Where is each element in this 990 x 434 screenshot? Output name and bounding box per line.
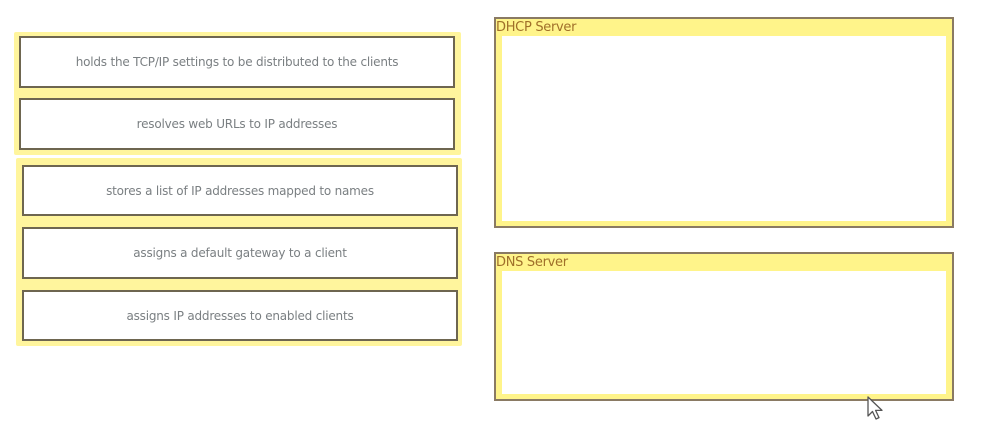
drop-zone-title: DHCP Server [496,20,577,35]
drop-zone-title: DNS Server [496,255,568,270]
drag-item-label: resolves web URLs to IP addresses [136,117,338,131]
dns-server-drop-zone[interactable]: DNS Server [494,252,954,401]
drop-area[interactable] [502,36,946,221]
mouse-pointer-arrow-icon [867,396,883,420]
drag-item-label: assigns a default gateway to a client [133,246,347,260]
drag-item-default-gateway[interactable]: assigns a default gateway to a client [22,227,458,279]
dhcp-server-drop-zone[interactable]: DHCP Server [494,17,954,228]
drag-item-ip-name-list[interactable]: stores a list of IP addresses mapped to … [22,165,458,216]
drag-item-label: holds the TCP/IP settings to be distribu… [75,55,399,69]
drag-item-tcpip-settings[interactable]: holds the TCP/IP settings to be distribu… [19,36,455,88]
drag-item-label: assigns IP addresses to enabled clients [126,308,354,323]
drop-area[interactable] [502,271,946,394]
drag-item-label: stores a list of IP addresses mapped to … [106,183,374,198]
drag-item-resolve-urls[interactable]: resolves web URLs to IP addresses [19,98,455,150]
drag-item-assign-ip[interactable]: assigns IP addresses to enabled clients [22,290,458,341]
